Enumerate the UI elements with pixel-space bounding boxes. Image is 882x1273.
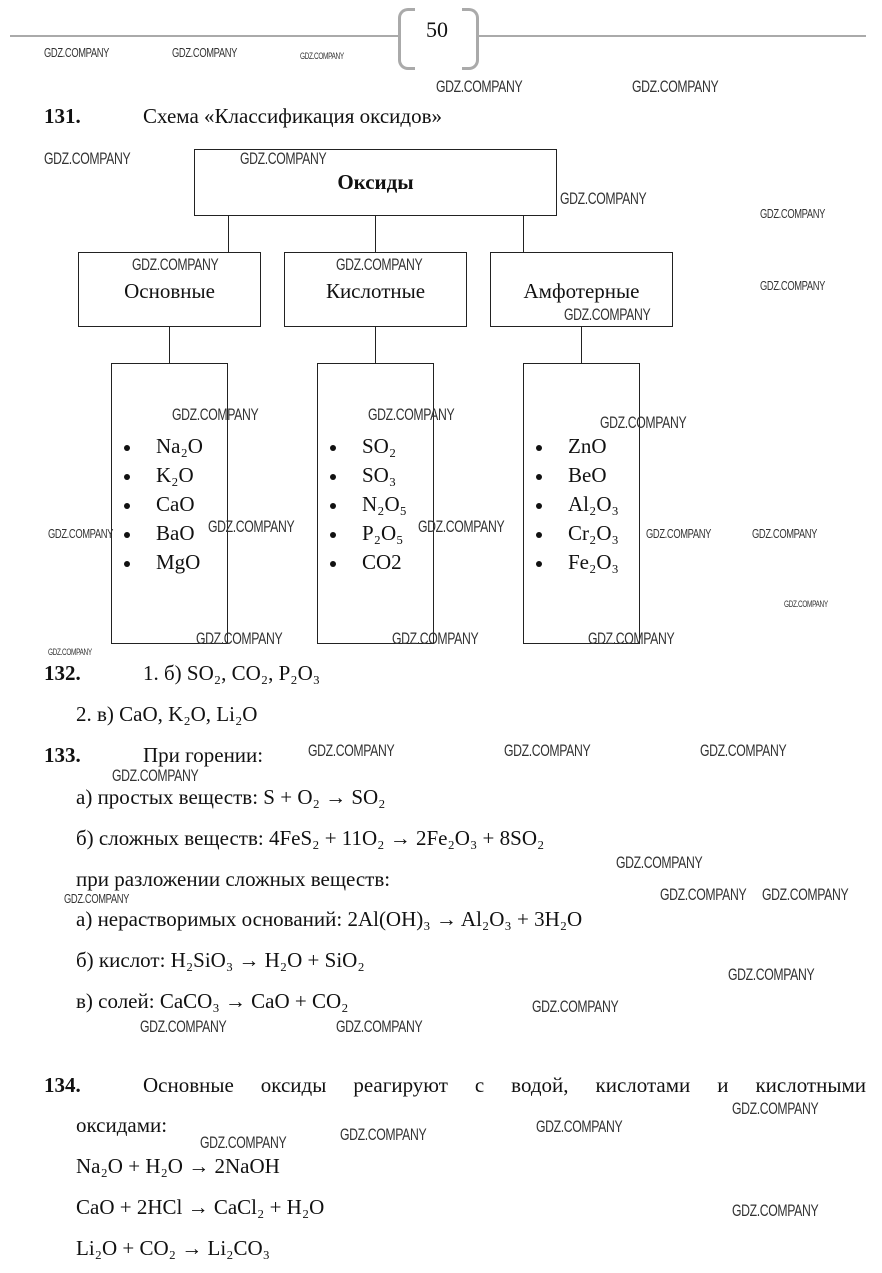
list-item: CaO bbox=[115, 490, 203, 519]
list-item: Cr₂O₃ bbox=[527, 519, 619, 548]
task-134-text: Основные оксиды реагируют с водой, кисло… bbox=[143, 1073, 866, 1097]
watermark: GDZ.COMPANY bbox=[112, 766, 199, 785]
watermark: GDZ.COMPANY bbox=[588, 629, 675, 648]
page-number-bracket-left bbox=[398, 8, 415, 70]
task-134-number: 134. bbox=[44, 1073, 81, 1097]
list-item: Fe₂O₃ bbox=[527, 548, 619, 577]
watermark: GDZ.COMPANY bbox=[560, 189, 647, 208]
task-134-equation: CaO + 2HCl → CaCl₂ + H₂O bbox=[76, 1195, 325, 1219]
watermark: GDZ.COMPANY bbox=[132, 255, 219, 274]
task-132-number: 132. bbox=[44, 661, 81, 685]
watermark: GDZ.COMPANY bbox=[172, 45, 238, 60]
group-label: Амфотерные bbox=[523, 279, 640, 303]
list-item: ZnO bbox=[527, 432, 619, 461]
list-item: Na₂O bbox=[115, 432, 203, 461]
task-132-line: 1. б) SO₂, CO₂, P₂O₃ bbox=[143, 661, 321, 685]
watermark: GDZ.COMPANY bbox=[44, 149, 131, 168]
oxide-list: SO₂ SO₃ N₂O₅ P₂O₅ CO2 bbox=[321, 432, 407, 577]
connector bbox=[375, 215, 376, 252]
task-133-line: б) кислот: H₂SiO₃ → H₂O + SiO₂ bbox=[76, 948, 365, 972]
list-item: Al₂O₃ bbox=[527, 490, 619, 519]
watermark: GDZ.COMPANY bbox=[564, 305, 651, 324]
watermark: GDZ.COMPANY bbox=[336, 255, 423, 274]
connector bbox=[228, 215, 229, 252]
oxide-list: ZnO BeO Al₂O₃ Cr₂O₃ Fe₂O₃ bbox=[527, 432, 619, 577]
task-134-equation: Na₂O + H₂O → 2NaOH bbox=[76, 1154, 280, 1178]
list-item: BeO bbox=[527, 461, 619, 490]
task-131-title: Схема «Классификация оксидов» bbox=[143, 104, 442, 128]
watermark: GDZ.COMPANY bbox=[616, 853, 703, 872]
connector bbox=[523, 215, 524, 252]
watermark: GDZ.COMPANY bbox=[728, 965, 815, 984]
task-133-number: 133. bbox=[44, 743, 81, 767]
diagram-root-label: Оксиды bbox=[337, 170, 414, 194]
list-item: MgO bbox=[115, 548, 203, 577]
list-item: BaO bbox=[115, 519, 203, 548]
group-label: Кислотные bbox=[325, 279, 426, 303]
watermark: GDZ.COMPANY bbox=[196, 629, 283, 648]
task-133-line: а) простых веществ: S + O₂ → SO₂ bbox=[76, 785, 386, 809]
list-item: SO₂ bbox=[321, 432, 407, 461]
watermark: GDZ.COMPANY bbox=[336, 1017, 423, 1036]
watermark: GDZ.COMPANY bbox=[646, 526, 712, 541]
task-133-line: в) солей: CaCO₃ → CaO + CO₂ bbox=[76, 989, 349, 1013]
watermark: GDZ.COMPANY bbox=[140, 1017, 227, 1036]
list-item: P₂O₅ bbox=[321, 519, 407, 548]
task-131-number: 131. bbox=[44, 104, 81, 128]
watermark: GDZ.COMPANY bbox=[700, 741, 787, 760]
watermark: GDZ.COMPANY bbox=[760, 278, 826, 293]
task-134-text: оксидами: bbox=[76, 1113, 168, 1137]
watermark: GDZ.COMPANY bbox=[504, 741, 591, 760]
watermark: GDZ.COMPANY bbox=[44, 45, 110, 60]
watermark: GDZ.COMPANY bbox=[240, 149, 327, 168]
watermark: GDZ.COMPANY bbox=[600, 413, 687, 432]
connector bbox=[169, 326, 170, 363]
watermark: GDZ.COMPANY bbox=[300, 51, 344, 61]
watermark: GDZ.COMPANY bbox=[536, 1117, 623, 1136]
list-item: K₂O bbox=[115, 461, 203, 490]
list-box-acidic: SO₂ SO₃ N₂O₅ P₂O₅ CO2 bbox=[317, 363, 434, 644]
watermark: GDZ.COMPANY bbox=[64, 891, 130, 906]
watermark: GDZ.COMPANY bbox=[762, 885, 849, 904]
header-rule-left bbox=[10, 35, 400, 37]
oxide-list: Na₂O K₂O CaO BaO MgO bbox=[115, 432, 203, 577]
group-box-acidic: Кислотные bbox=[284, 252, 467, 327]
watermark: GDZ.COMPANY bbox=[752, 526, 818, 541]
page-number-bracket-right bbox=[462, 8, 479, 70]
list-item: SO₃ bbox=[321, 461, 407, 490]
page-number: 50 bbox=[426, 17, 448, 42]
task-133-line: при разложении сложных веществ: bbox=[76, 867, 391, 891]
watermark: GDZ.COMPANY bbox=[632, 77, 719, 96]
list-box-basic: Na₂O K₂O CaO BaO MgO bbox=[111, 363, 228, 644]
watermark: GDZ.COMPANY bbox=[784, 599, 828, 609]
watermark: GDZ.COMPANY bbox=[418, 517, 505, 536]
task-133-line: а) нерастворимых оснований: 2Al(OH)₃ → A… bbox=[76, 907, 583, 931]
connector bbox=[375, 326, 376, 363]
task-132-line: 2. в) CaO, K₂O, Li₂O bbox=[76, 702, 258, 726]
watermark: GDZ.COMPANY bbox=[368, 405, 455, 424]
watermark: GDZ.COMPANY bbox=[200, 1133, 287, 1152]
list-item: N₂O₅ bbox=[321, 490, 407, 519]
header-rule-right bbox=[478, 35, 866, 37]
watermark: GDZ.COMPANY bbox=[660, 885, 747, 904]
task-134-equation: Li₂O + CO₂ → Li₂CO₃ bbox=[76, 1236, 270, 1260]
task-133-heading: При горении: bbox=[143, 743, 264, 767]
watermark: GDZ.COMPANY bbox=[436, 77, 523, 96]
watermark: GDZ.COMPANY bbox=[172, 405, 259, 424]
connector bbox=[581, 326, 582, 363]
watermark: GDZ.COMPANY bbox=[732, 1099, 819, 1118]
watermark: GDZ.COMPANY bbox=[48, 526, 114, 541]
group-label: Основные bbox=[124, 279, 215, 303]
watermark: GDZ.COMPANY bbox=[760, 206, 826, 221]
watermark: GDZ.COMPANY bbox=[48, 647, 92, 657]
list-box-amphoteric: ZnO BeO Al₂O₃ Cr₂O₃ Fe₂O₃ bbox=[523, 363, 640, 644]
watermark: GDZ.COMPANY bbox=[392, 629, 479, 648]
watermark: GDZ.COMPANY bbox=[308, 741, 395, 760]
list-item: CO2 bbox=[321, 548, 407, 577]
watermark: GDZ.COMPANY bbox=[340, 1125, 427, 1144]
watermark: GDZ.COMPANY bbox=[732, 1201, 819, 1220]
watermark: GDZ.COMPANY bbox=[208, 517, 295, 536]
watermark: GDZ.COMPANY bbox=[532, 997, 619, 1016]
task-133-line: б) сложных веществ: 4FeS₂ + 11O₂ → 2Fe₂O… bbox=[76, 826, 545, 850]
